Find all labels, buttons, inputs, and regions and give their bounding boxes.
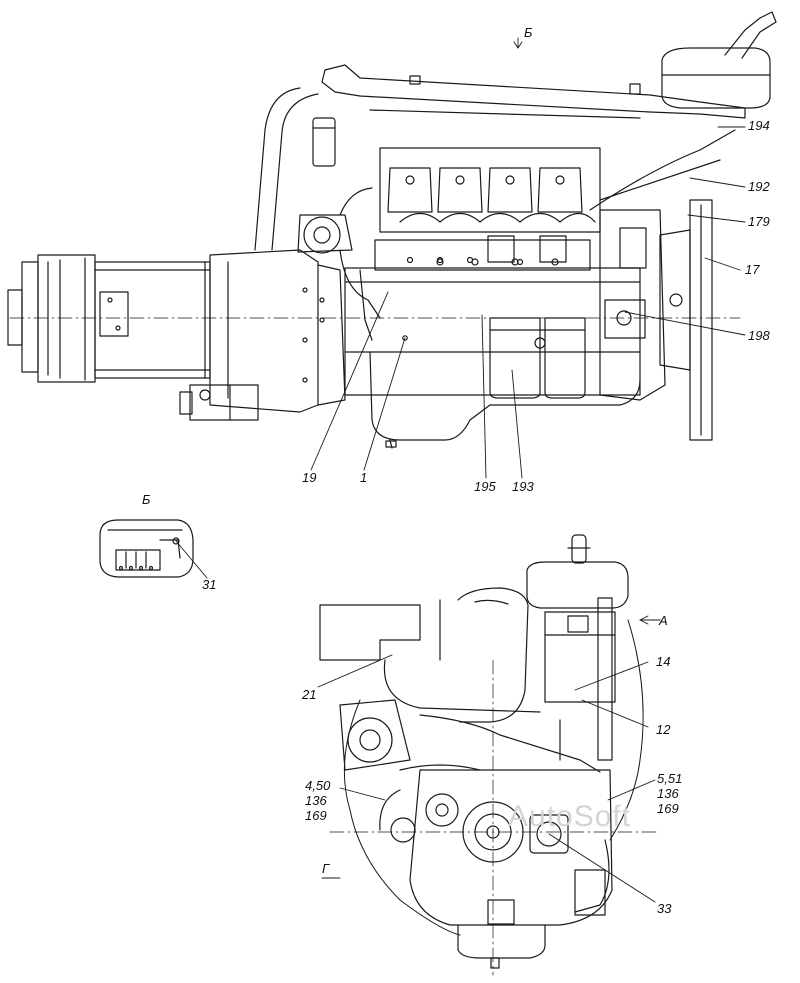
leader-lines [175,37,746,903]
front-intake-pipe [319,587,529,723]
callout-left-line-2: 136 [305,793,327,808]
callout-192: 192 [748,179,770,194]
front-turbo [339,699,411,771]
view-g-label: Г [322,861,330,876]
engine-side-view [7,11,777,449]
hoses [339,129,736,341]
callout-group-left: 4,50 136 169 [305,778,330,823]
front-oil-pan [457,899,546,969]
oil-filter-left [312,117,336,167]
callout-194: 194 [748,118,770,133]
callout-left-line-3: 169 [305,808,327,823]
callout-31: 31 [202,577,217,592]
callout-14: 14 [656,654,671,669]
clutch-housing [209,249,346,413]
watermark: AutoSoft [508,800,632,833]
view-a-arrow-label: А [659,613,668,628]
view-b-arrow-label: Б [524,25,533,40]
intake-manifold [374,235,591,271]
air-filter-housing [661,11,777,109]
gearbox-body [94,261,211,379]
callout-1: 1 [360,470,368,485]
callout-17: 17 [745,262,760,277]
callout-198: 198 [748,328,770,343]
callout-right-line-3: 169 [657,801,679,816]
oil-pan [369,351,641,449]
air-intake-pipe [254,64,746,251]
fan-assembly [659,199,713,441]
callout-right-line-1: 5,51 [657,771,683,786]
turbocharger [297,187,373,254]
callout-179: 179 [748,214,770,229]
callout-group-right: 5,51 136 169 [657,771,682,816]
callout-33: 33 [657,901,672,916]
callout-19: 19 [302,470,317,485]
callout-left-line-1: 4,50 [305,778,331,793]
callout-21: 21 [302,687,317,702]
engine-front-view [319,534,661,976]
detail-view-b [99,519,194,578]
front-cover [599,209,666,401]
callout-195: 195 [474,479,496,494]
engine-block [344,258,641,396]
callout-193: 193 [512,479,534,494]
fuel-filters [489,317,586,399]
transmission-flange [7,254,96,383]
front-tubes [383,659,601,773]
callout-right-line-2: 136 [657,786,679,801]
cylinder-heads [379,147,601,233]
front-timing-cover [409,769,613,926]
starter-motor [179,384,259,421]
front-filter-housing [544,597,616,761]
callout-12: 12 [656,722,671,737]
front-air-filter [526,534,629,609]
view-b-detail-title: Б [142,492,151,507]
front-pulleys [379,789,610,916]
